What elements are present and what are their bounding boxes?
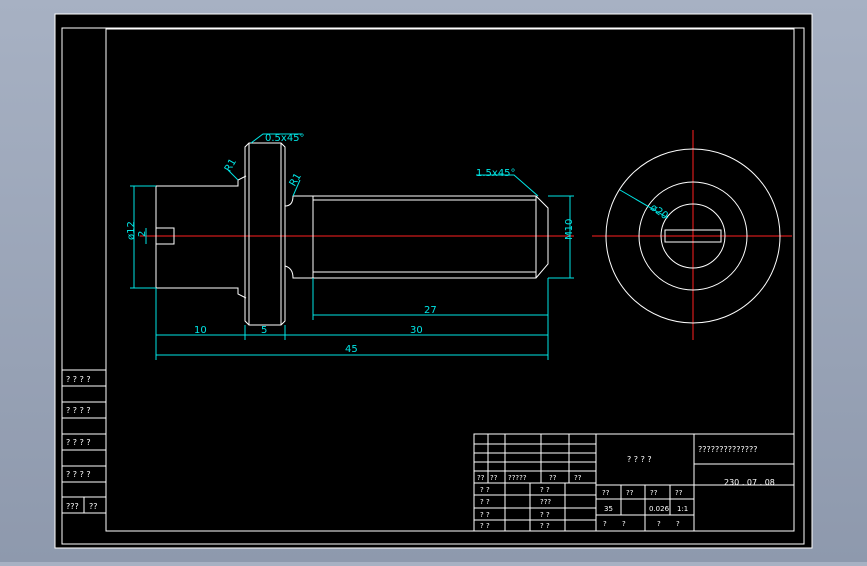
chamfer-tip-label: 1.5x45° xyxy=(476,168,516,179)
dim-45: 45 xyxy=(345,344,358,355)
title-cell: ? ? xyxy=(480,486,490,494)
drawing-canvas[interactable] xyxy=(54,13,813,549)
title-block xyxy=(473,433,795,532)
title-row-label: ?? xyxy=(549,474,557,482)
dim-10: 10 xyxy=(194,325,207,336)
header-cell: ?? xyxy=(626,489,634,497)
centerlines xyxy=(140,130,792,340)
footer-cell: ? xyxy=(676,520,680,528)
part-side-view xyxy=(605,148,781,324)
value-cell: 0.026 xyxy=(649,505,670,513)
value-cell: 1:1 xyxy=(677,505,688,513)
drawing-border xyxy=(105,28,795,532)
slot-width-label: 2 xyxy=(137,231,148,237)
title-row-label: ?? xyxy=(477,474,485,482)
sheet-border xyxy=(61,27,805,545)
title-cell: ??? xyxy=(540,498,551,506)
footer-cell: ? xyxy=(622,520,626,528)
dim-30: 30 xyxy=(410,325,423,336)
part-front-view xyxy=(155,142,549,326)
part-name: ? ? ? ? xyxy=(627,455,652,464)
title-cell: ? ? xyxy=(480,522,490,530)
side-label: ? ? ? ? xyxy=(66,470,91,479)
title-row-label: ????? xyxy=(508,474,527,482)
title-row-label: ?? xyxy=(574,474,582,482)
title-cell: ? ? xyxy=(540,486,550,494)
dimension-lines xyxy=(130,133,669,360)
side-label: ?? xyxy=(89,502,98,511)
value-cell: 35 xyxy=(604,505,613,513)
header-cell: ?? xyxy=(675,489,683,497)
title-cell: ? ? xyxy=(480,498,490,506)
diameter-body-label: ø12 xyxy=(126,221,137,240)
side-label: ? ? ? ? xyxy=(66,406,91,415)
title-row-label: ?? xyxy=(490,474,498,482)
drawing-date: 230 . 07 . 08 xyxy=(724,478,775,487)
dim-27: 27 xyxy=(424,305,437,316)
header-cell: ?? xyxy=(602,489,610,497)
company-name: ?????????????? xyxy=(698,445,757,454)
side-label: ? ? ? ? xyxy=(66,375,91,384)
dim-5: 5 xyxy=(261,325,267,336)
footer-cell: ? xyxy=(657,520,661,528)
side-label: ??? xyxy=(66,502,79,511)
footer-cell: ? xyxy=(603,520,607,528)
title-cell: ? ? xyxy=(540,511,550,519)
title-cell: ? ? xyxy=(480,511,490,519)
thread-label: M10 xyxy=(564,219,575,240)
side-strip xyxy=(62,369,106,514)
chamfer-head-label: 0.5x45° xyxy=(265,133,305,144)
header-cell: ?? xyxy=(650,489,658,497)
side-label: ? ? ? ? xyxy=(66,438,91,447)
title-cell: ? ? xyxy=(540,522,550,530)
